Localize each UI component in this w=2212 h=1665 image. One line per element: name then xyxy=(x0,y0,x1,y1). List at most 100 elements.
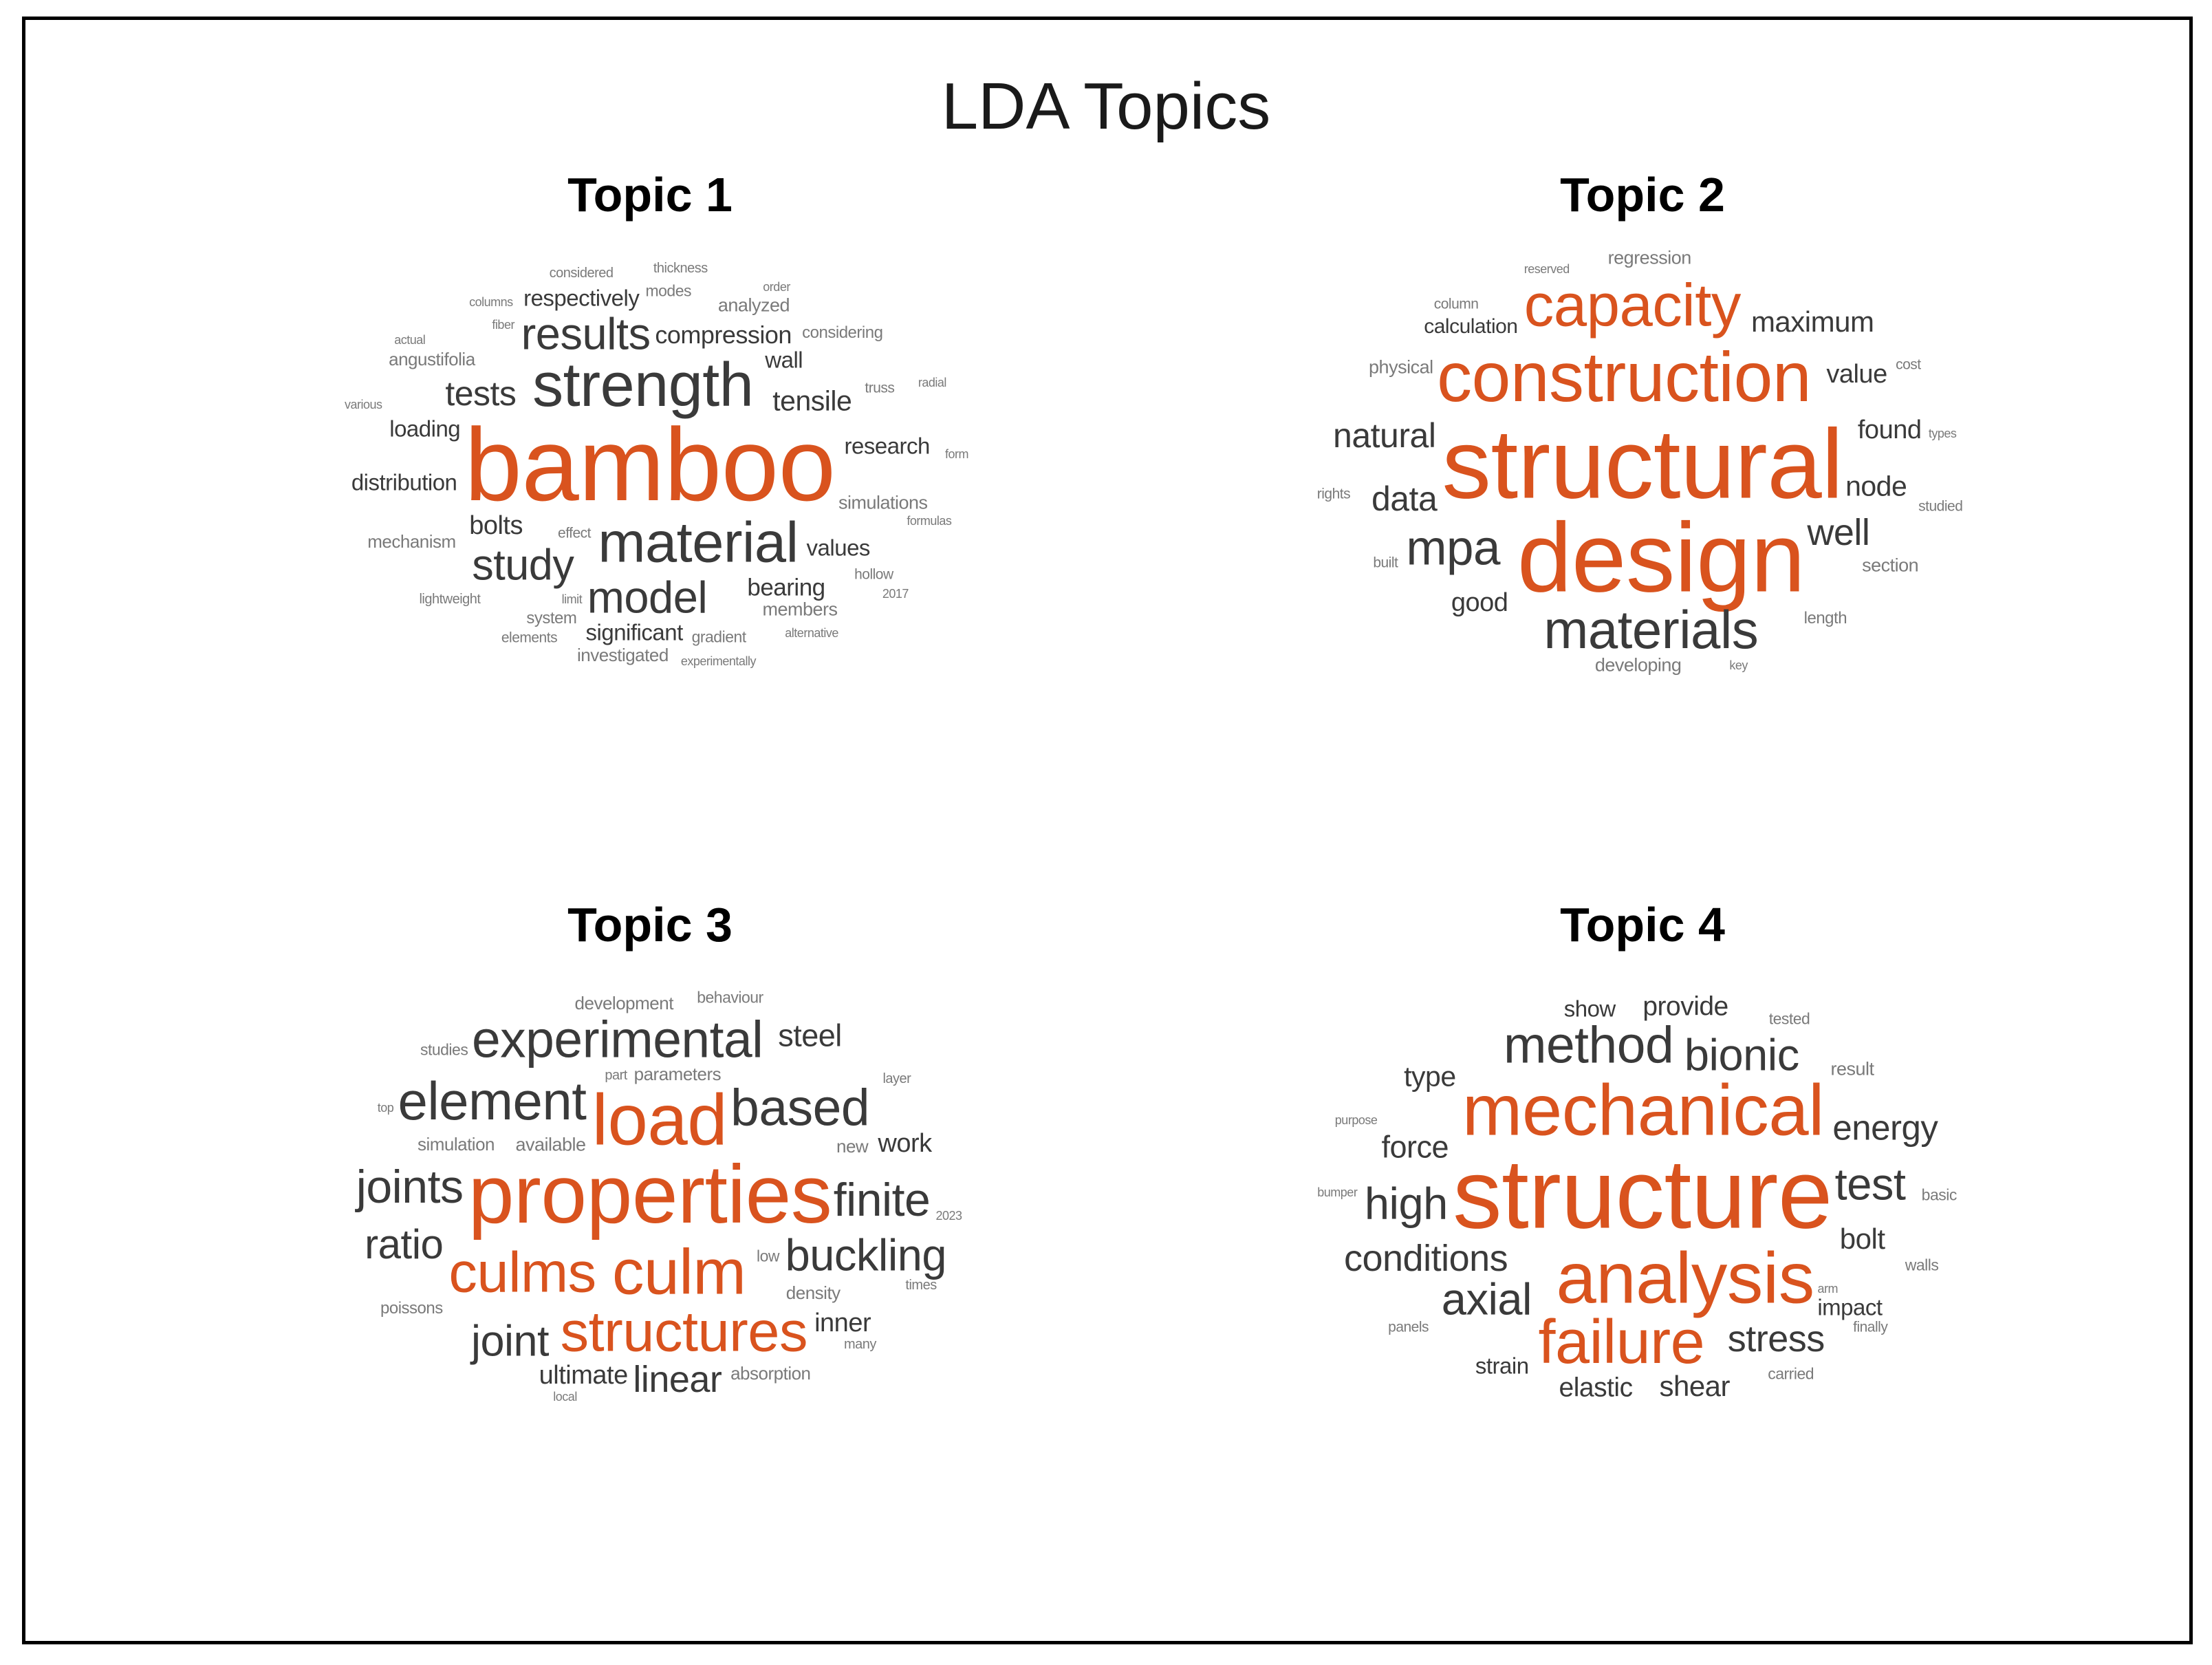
cloud-word: linear xyxy=(633,1359,722,1401)
cloud-word: finally xyxy=(1853,1319,1888,1335)
cloud-word: poissons xyxy=(380,1298,443,1318)
cloud-word: modes xyxy=(645,281,691,300)
topic-title: Topic 4 xyxy=(1560,898,1725,952)
topic-title: Topic 3 xyxy=(567,898,733,952)
cloud-word: shear xyxy=(1659,1370,1731,1403)
cloud-word: properties xyxy=(468,1148,832,1240)
cloud-word: column xyxy=(1433,296,1479,312)
cloud-word: section xyxy=(1862,555,1919,576)
cloud-word: high xyxy=(1364,1178,1448,1229)
cloud-word: stress xyxy=(1727,1318,1825,1360)
cloud-word: structure xyxy=(1453,1139,1832,1249)
cloud-word: result xyxy=(1830,1058,1874,1079)
cloud-word: capacity xyxy=(1524,272,1742,339)
cloud-word: significant xyxy=(585,619,684,645)
cloud-word: gradient xyxy=(691,627,747,646)
cloud-word: studied xyxy=(1918,498,1963,515)
cloud-word: cost xyxy=(1896,356,1921,373)
cloud-word: conditions xyxy=(1343,1238,1508,1280)
cloud-word: walls xyxy=(1905,1256,1939,1274)
cloud-word: failure xyxy=(1538,1308,1705,1377)
cloud-word: experimentally xyxy=(680,654,757,669)
cloud-word: rights xyxy=(1316,486,1351,502)
cloud-word: density xyxy=(785,1282,841,1304)
cloud-word: values xyxy=(806,535,871,561)
cloud-word: joints xyxy=(356,1161,464,1214)
cloud-word: method xyxy=(1503,1016,1674,1074)
cloud-word: wall xyxy=(765,347,803,373)
cloud-word: bumper xyxy=(1317,1185,1358,1199)
cloud-word: mechanical xyxy=(1462,1070,1825,1151)
cloud-word: development xyxy=(574,992,674,1013)
cloud-word: found xyxy=(1857,416,1922,445)
cloud-word: structures xyxy=(560,1299,808,1364)
cloud-word: purpose xyxy=(1334,1113,1378,1127)
cloud-word: experimental xyxy=(471,1010,763,1068)
cloud-word: tests xyxy=(445,374,517,413)
cloud-word: mechanism xyxy=(367,531,456,552)
cloud-word: work xyxy=(878,1129,932,1159)
cloud-word: low xyxy=(756,1247,780,1265)
cloud-word: bionic xyxy=(1684,1029,1799,1080)
cloud-word: order xyxy=(763,279,790,294)
cloud-word: good xyxy=(1451,588,1508,618)
cloud-word: joint xyxy=(470,1317,550,1365)
cloud-word: types xyxy=(1928,427,1957,441)
cloud-word: tested xyxy=(1768,1009,1810,1028)
cloud-word: panels xyxy=(1388,1319,1429,1335)
cloud-word: considered xyxy=(549,266,614,281)
cloud-word: parameters xyxy=(633,1063,722,1084)
figure-frame xyxy=(22,17,2193,1644)
cloud-word: well xyxy=(1807,512,1870,554)
cloud-word: alternative xyxy=(785,625,838,640)
cloud-word: fiber xyxy=(492,317,514,332)
cloud-word: elements xyxy=(501,630,558,646)
cloud-word: considering xyxy=(802,323,883,342)
cloud-word: research xyxy=(844,433,930,459)
cloud-word: data xyxy=(1371,479,1438,518)
cloud-word: ultimate xyxy=(539,1361,629,1390)
cloud-word: analyzed xyxy=(717,294,790,316)
cloud-word: material xyxy=(598,510,799,574)
cloud-word: system xyxy=(526,609,577,628)
figure-title: LDA Topics xyxy=(941,69,1271,143)
cloud-word: columns xyxy=(469,294,513,309)
cloud-word: new xyxy=(836,1136,869,1157)
cloud-word: compression xyxy=(655,320,792,349)
cloud-word: design xyxy=(1517,503,1806,613)
topic-title: Topic 1 xyxy=(567,168,733,222)
cloud-word: behaviour xyxy=(697,988,763,1007)
cloud-word: culms xyxy=(448,1240,596,1304)
cloud-word: buckling xyxy=(785,1229,947,1280)
cloud-word: built xyxy=(1373,555,1398,571)
cloud-word: type xyxy=(1404,1060,1456,1092)
cloud-word: part xyxy=(605,1067,627,1083)
cloud-word: length xyxy=(1803,609,1847,628)
cloud-word: many xyxy=(843,1337,876,1353)
cloud-word: actual xyxy=(394,333,426,347)
cloud-word: regression xyxy=(1607,247,1692,268)
cloud-word: formulas xyxy=(907,514,952,528)
cloud-word: ratio xyxy=(365,1221,444,1268)
cloud-word: various xyxy=(345,397,382,411)
cloud-word: bolts xyxy=(469,511,523,541)
cloud-word: bolt xyxy=(1839,1222,1885,1255)
cloud-word: developing xyxy=(1594,654,1682,676)
cloud-word: effect xyxy=(558,525,592,541)
cloud-word: strain xyxy=(1475,1353,1529,1379)
cloud-word: members xyxy=(762,599,838,620)
cloud-word: top xyxy=(377,1100,394,1115)
cloud-word: distribution xyxy=(351,469,457,495)
cloud-word: energy xyxy=(1832,1108,1938,1148)
cloud-word: key xyxy=(1729,658,1748,673)
cloud-word: reserved xyxy=(1524,262,1570,277)
cloud-word: simulations xyxy=(838,492,928,513)
cloud-word: culm xyxy=(612,1236,746,1308)
